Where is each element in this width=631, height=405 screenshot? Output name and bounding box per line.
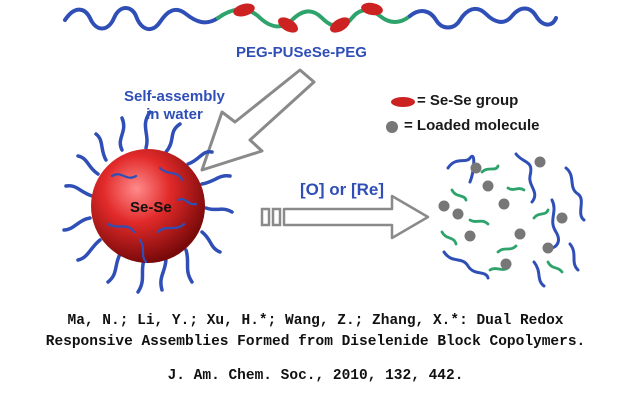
citation-line-3: J. Am. Chem. Soc., 2010, 132, 442. bbox=[167, 368, 464, 384]
sese-segment bbox=[278, 17, 298, 33]
citation-line-2: Responsive Assemblies Formed from Disele… bbox=[45, 334, 586, 350]
polymer-chain bbox=[63, 2, 558, 33]
self-assembly-label: Self-assembly in water bbox=[124, 88, 225, 124]
micelle-core bbox=[91, 149, 205, 263]
sese-group-icon bbox=[391, 97, 415, 107]
citation-line-1: Ma, N.; Li, Y.; Xu, H.*; Wang, Z.; Zhang… bbox=[67, 313, 564, 329]
sese-segment bbox=[361, 2, 383, 16]
released-fragments bbox=[438, 152, 586, 288]
legend-sese-group: = Se-Se group bbox=[417, 92, 519, 109]
self-assembly-line-1: Self-assembly bbox=[124, 88, 225, 105]
micelle-corona bbox=[62, 110, 234, 294]
loaded-molecule-icon bbox=[386, 121, 398, 133]
pu-block bbox=[216, 7, 412, 29]
micelle-core-label: Se-Se bbox=[130, 199, 172, 216]
legend-loaded-molecule: = Loaded molecule bbox=[404, 117, 540, 134]
peg-block-right bbox=[408, 6, 558, 30]
self-assembly-arrow bbox=[200, 68, 316, 172]
sese-segment bbox=[330, 17, 350, 33]
polymer-name-label: PEG-PUSeSe-PEG bbox=[236, 44, 367, 61]
self-assembly-line-2: in water bbox=[146, 106, 203, 123]
sese-segment bbox=[233, 3, 255, 17]
redox-label: [O] or [Re] bbox=[300, 180, 385, 199]
redox-arrow bbox=[260, 194, 430, 240]
peg-block-left bbox=[63, 6, 220, 32]
micelle-inner-chains bbox=[106, 166, 198, 264]
